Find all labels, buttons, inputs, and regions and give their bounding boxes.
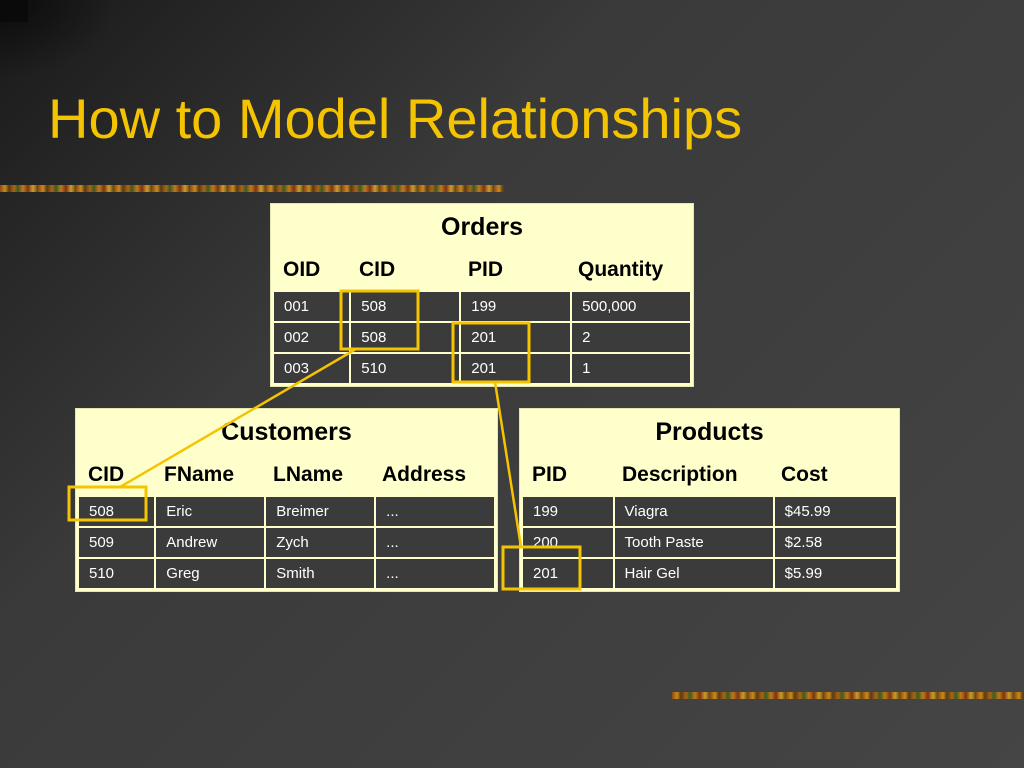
table-cell: 002: [274, 323, 350, 352]
column-header: Address: [382, 463, 467, 486]
pid-connector-line: [493, 381, 523, 548]
table-row: 510 Greg Smith ...: [79, 559, 494, 588]
column-header: CID: [359, 258, 396, 281]
table-cell: Zych: [266, 528, 375, 557]
column-header: LName: [273, 463, 344, 486]
table-cell: Eric: [156, 497, 265, 526]
table-cell: 509: [79, 528, 155, 557]
table-cell: Greg: [156, 559, 265, 588]
products-table: Products PID Description Cost 199 Viagra…: [519, 408, 900, 592]
products-table-body: 199 Viagra $45.99 200 Tooth Paste $2.58 …: [520, 495, 899, 591]
customers-table: Customers CID FName LName Address 508 Er…: [75, 408, 498, 592]
customers-header-row: CID FName LName Address: [76, 455, 497, 495]
table-row: 001 508 199 500,000: [274, 292, 690, 321]
customers-table-body: 508 Eric Breimer ... 509 Andrew Zych ...…: [76, 495, 497, 591]
table-cell: 201: [461, 323, 571, 352]
table-cell: 201: [523, 559, 613, 588]
table-cell: 001: [274, 292, 350, 321]
table-cell: 201: [461, 354, 571, 383]
table-cell: 2: [572, 323, 690, 352]
table-cell: 200: [523, 528, 613, 557]
column-header: OID: [283, 258, 321, 281]
table-cell: 510: [79, 559, 155, 588]
accent-bar-top: [0, 185, 504, 192]
table-cell: Andrew: [156, 528, 265, 557]
products-header-row: PID Description Cost: [520, 455, 899, 495]
table-cell: Hair Gel: [614, 559, 773, 588]
orders-table: Orders OID CID PID Quantity 001 508 199 …: [270, 203, 694, 387]
orders-header-row: OID CID PID Quantity: [271, 250, 693, 290]
column-header: FName: [164, 463, 235, 486]
table-cell: Viagra: [614, 497, 773, 526]
column-header: Cost: [781, 463, 828, 486]
orders-table-title: Orders: [441, 213, 523, 241]
table-row: 508 Eric Breimer ...: [79, 497, 494, 526]
customers-table-title: Customers: [221, 418, 352, 446]
table-cell: Tooth Paste: [614, 528, 773, 557]
table-cell: ...: [376, 497, 494, 526]
table-cell: 199: [523, 497, 613, 526]
table-cell: 510: [351, 354, 460, 383]
table-cell: 508: [79, 497, 155, 526]
table-row: 200 Tooth Paste $2.58: [523, 528, 896, 557]
table-row: 199 Viagra $45.99: [523, 497, 896, 526]
column-header: Description: [622, 463, 738, 486]
table-cell: $2.58: [774, 528, 896, 557]
table-cell: ...: [376, 528, 494, 557]
table-cell: 1: [572, 354, 690, 383]
table-cell: ...: [376, 559, 494, 588]
orders-table-body: 001 508 199 500,000 002 508 201 2 003 51…: [271, 290, 693, 386]
table-cell: 199: [461, 292, 571, 321]
column-header: PID: [532, 463, 568, 486]
table-cell: Smith: [266, 559, 375, 588]
table-row: 002 508 201 2: [274, 323, 690, 352]
table-cell: $45.99: [774, 497, 896, 526]
accent-bar-bottom: [672, 692, 1024, 699]
table-cell: 003: [274, 354, 350, 383]
table-cell: 508: [351, 292, 460, 321]
column-header: CID: [88, 463, 125, 486]
table-cell: Breimer: [266, 497, 375, 526]
table-row: 201 Hair Gel $5.99: [523, 559, 896, 588]
slide-title: How to Model Relationships: [48, 87, 743, 150]
column-header: Quantity: [578, 258, 664, 281]
table-row: 003 510 201 1: [274, 354, 690, 383]
table-row: 509 Andrew Zych ...: [79, 528, 494, 557]
table-cell: 508: [351, 323, 460, 352]
products-table-title: Products: [655, 418, 764, 446]
table-cell: $5.99: [774, 559, 896, 588]
corner-square: [0, 0, 28, 22]
table-cell: 500,000: [572, 292, 690, 321]
column-header: PID: [468, 258, 504, 281]
